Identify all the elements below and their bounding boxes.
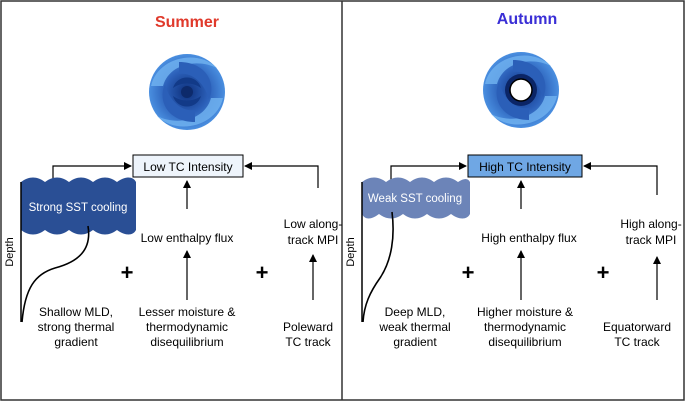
- plus-sign: +: [462, 260, 475, 285]
- tropical-cyclone-with-eye-icon: [483, 52, 559, 128]
- low-tc-intensity-label: Low TC Intensity: [143, 160, 232, 174]
- poleward-track-label-line1: Poleward: [283, 320, 333, 334]
- higher-moisture-label-line3: disequilibrium: [488, 335, 561, 349]
- high-mpi-label-line2: track MPI: [626, 233, 677, 247]
- low-enthalpy-flux-label: Low enthalpy flux: [141, 231, 234, 245]
- deep-mld-label-line1: Deep MLD,: [385, 305, 446, 319]
- summer-title: Summer: [155, 14, 219, 31]
- high-tc-intensity-label: High TC Intensity: [479, 160, 571, 174]
- lesser-moisture-label-line2: thermodynamic: [146, 320, 228, 334]
- high-mpi-label-line1: High along-: [620, 217, 681, 231]
- strong-sst-cooling-label: Strong SST cooling: [29, 202, 128, 214]
- deep-mld-label-line2: weak thermal: [378, 320, 450, 334]
- lesser-moisture-label-line3: disequilibrium: [150, 335, 223, 349]
- temperature-profile-curve: [21, 225, 90, 323]
- plus-sign: +: [597, 260, 610, 285]
- equatorward-track-label-line1: Equatorward: [603, 320, 671, 334]
- weak-sst-cooling-label: Weak SST cooling: [368, 193, 462, 205]
- shallow-mld-label-line1: Shallow MLD,: [39, 305, 113, 319]
- autumn-title: Autumn: [497, 11, 557, 28]
- mpi-to-intensity-arrow: [583, 162, 658, 195]
- shallow-mld-label-line2: strong thermal: [38, 320, 115, 334]
- mpi-to-intensity-arrow: [244, 162, 319, 188]
- plus-sign: +: [256, 260, 269, 285]
- low-mpi-label-line1: Low along-: [284, 217, 343, 231]
- summer-panel: Summer Low TC Intensity Strong SST cooli…: [4, 14, 342, 349]
- autumn-panel: Autumn High TC Intensity Weak SST coolin…: [345, 11, 682, 349]
- deep-mld-label-line3: gradient: [393, 335, 437, 349]
- plus-sign: +: [121, 260, 134, 285]
- cooling-to-intensity-arrow: [390, 162, 467, 181]
- poleward-track-label-line2: TC track: [285, 335, 331, 349]
- higher-moisture-label-line2: thermodynamic: [484, 320, 566, 334]
- temperature-profile-curve: [362, 211, 394, 323]
- depth-label: Depth: [345, 237, 357, 266]
- equatorward-track-label-line2: TC track: [614, 335, 660, 349]
- high-tc-intensity-box: [467, 154, 583, 178]
- depth-label: Depth: [4, 237, 16, 266]
- low-tc-intensity-box: [132, 154, 244, 178]
- weak-sst-cooling-shape: [362, 177, 470, 219]
- shallow-mld-label-line3: gradient: [54, 335, 98, 349]
- strong-sst-cooling-shape: [21, 177, 136, 235]
- cooling-to-intensity-arrow: [52, 162, 132, 181]
- cyclone-eye: [509, 78, 533, 102]
- high-enthalpy-flux-label: High enthalpy flux: [481, 231, 576, 245]
- lesser-moisture-label-line1: Lesser moisture &: [139, 305, 236, 319]
- higher-moisture-label-line1: Higher moisture &: [477, 305, 573, 319]
- tropical-cyclone-icon: [149, 54, 225, 130]
- low-mpi-label-line2: track MPI: [288, 233, 339, 247]
